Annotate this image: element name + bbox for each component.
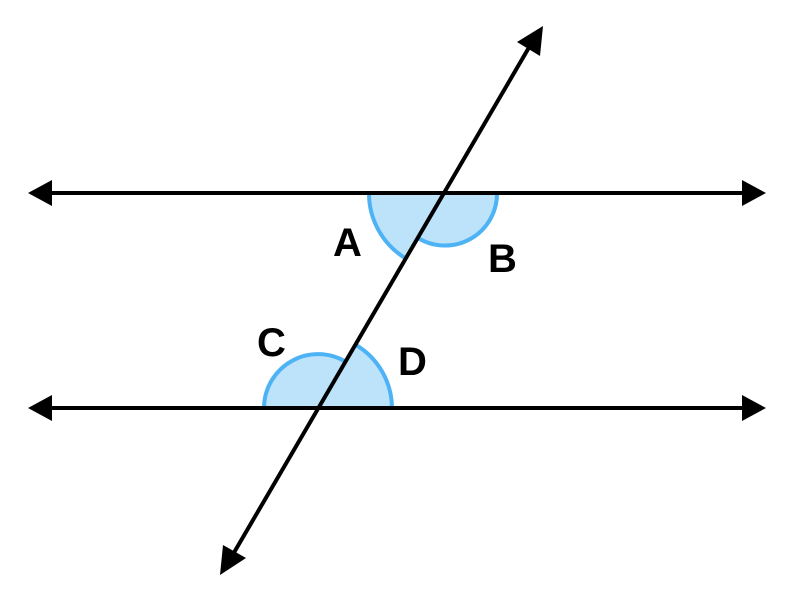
angle-a-arc-outline [366,192,407,260]
lower-line-left-arrowhead [28,395,52,421]
angle-label-d: D [398,340,427,384]
angle-d-arc-outline [354,343,394,409]
upper-line-right-arrowhead [742,180,766,206]
transversal-top-arrowhead [517,26,543,56]
upper-line-left-arrowhead [28,180,52,206]
transversal-bottom-arrowhead [220,545,246,575]
transversal-line [230,42,533,558]
lower-line-right-arrowhead [742,395,766,421]
angle-label-b: B [488,237,517,281]
angle-label-a: A [333,221,362,265]
angle-label-c: C [257,321,286,365]
angle-c-arc-outline [262,352,348,409]
angle-b-arc-outline [416,192,500,248]
